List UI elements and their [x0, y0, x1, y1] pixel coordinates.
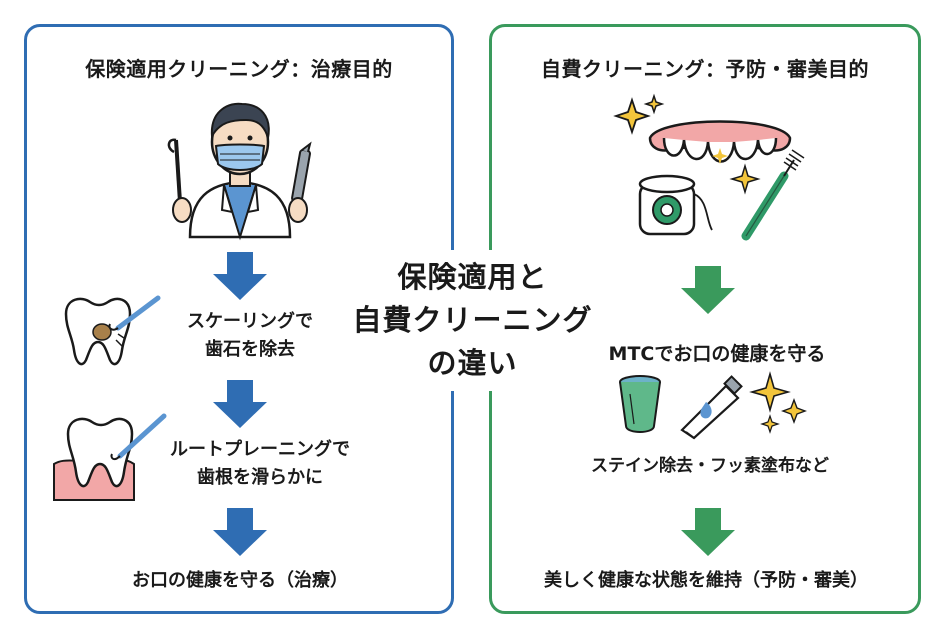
scaling-tooth-icon — [64, 295, 161, 366]
center-title-line3: の違い — [427, 346, 518, 380]
root-planing-step-label: ルートプレーニングで 歯根を滑らかに — [150, 436, 370, 492]
center-title-line2: 自費クリーニング — [352, 303, 593, 337]
interdental-brush-icon — [741, 149, 805, 241]
polishing-cup-icon — [619, 375, 661, 433]
root-planing-step-line2: 歯根を滑らかに — [197, 467, 323, 488]
floss-icon — [638, 174, 713, 236]
right-arrow-2 — [681, 508, 735, 556]
dentist-icon — [167, 102, 312, 241]
left-arrow-2 — [213, 380, 267, 428]
sparkle-icon — [749, 371, 807, 434]
stain-removal-label: ステイン除去・フッ素塗布など — [591, 456, 829, 476]
insurance-panel-title: 保険適用クリーニング：治療目的 — [85, 57, 393, 81]
sparkle-icon — [729, 163, 761, 195]
scaling-step-line1: スケーリングで — [187, 311, 313, 332]
pmtc-step-label: PMTCでお口の健康を守る — [594, 343, 826, 365]
scaling-step-line2: 歯石を除去 — [205, 339, 295, 360]
root-planing-tooth-icon — [53, 413, 167, 501]
sparkle-icon — [613, 93, 665, 135]
left-arrow-1 — [213, 252, 267, 300]
center-title: 保険適用と 自費クリーニング の違い — [335, 250, 610, 391]
teeth-sparkle-icon — [648, 120, 792, 164]
left-arrow-3 — [213, 508, 267, 556]
scaling-step-label: スケーリングで 歯石を除去 — [160, 308, 340, 364]
self-pay-panel-title: 自費クリーニング：予防・審美目的 — [541, 57, 869, 81]
self-pay-result-label: 美しく健康な状態を維持（予防・審美） — [544, 570, 868, 591]
root-planing-step-line1: ルートプレーニングで — [170, 439, 350, 460]
toothpaste-icon — [680, 375, 743, 440]
insurance-result-label: お口の健康を守る（治療） — [132, 570, 348, 591]
right-arrow-1 — [681, 266, 735, 314]
center-title-line1: 保険適用と — [397, 260, 548, 294]
